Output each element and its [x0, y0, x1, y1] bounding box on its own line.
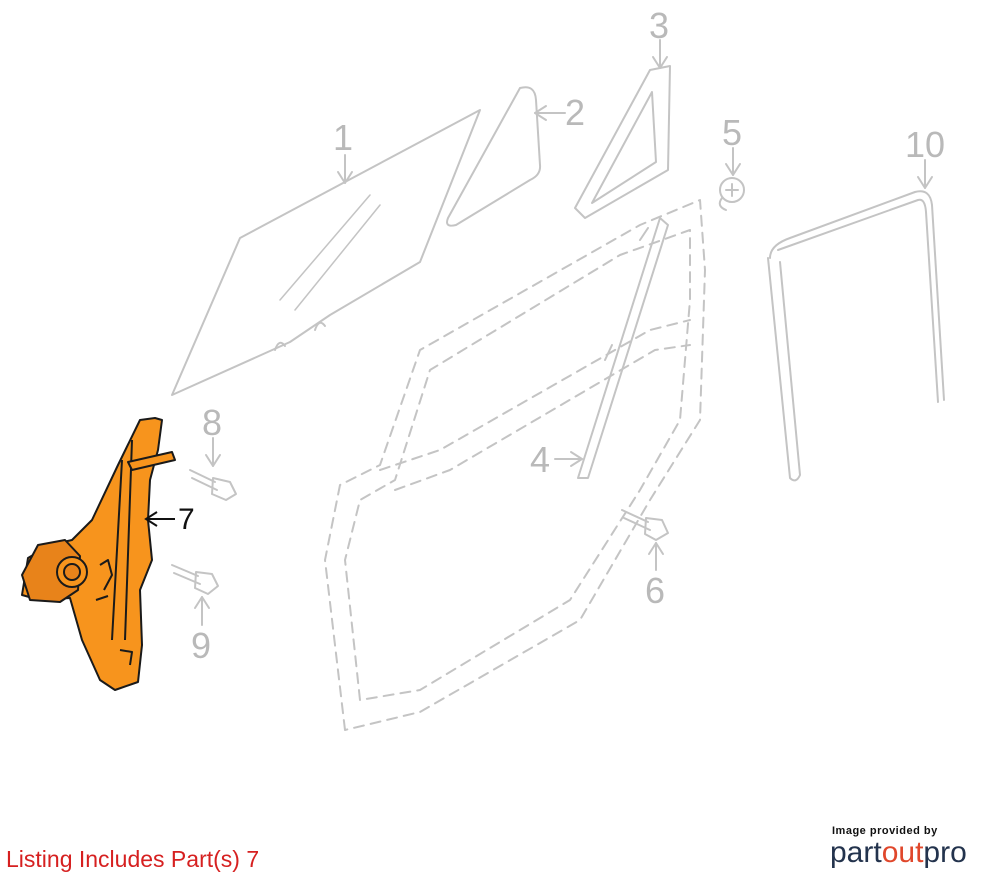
- callout-7: 7: [178, 503, 195, 536]
- callout-4: 4: [530, 439, 551, 480]
- image-credit: Image provided by: [832, 825, 938, 837]
- brand-part: part: [830, 836, 882, 869]
- partoutpro-logo: partoutpro: [830, 836, 967, 870]
- callout-10: 10: [905, 124, 946, 165]
- part-10-weatherstrip: [767, 190, 945, 482]
- listing-includes-text: Listing Includes Part(s) 7: [6, 846, 260, 872]
- part-9-bolt: [171, 564, 219, 595]
- part-3-glass-frame: [574, 65, 671, 219]
- leader-line-7: [144, 511, 175, 527]
- callout-2: 2: [565, 92, 586, 133]
- leader-lines: [194, 39, 933, 626]
- part-2-quarter-glass: [446, 86, 542, 227]
- callout-1: 1: [333, 117, 354, 158]
- brand-out: out: [881, 836, 924, 869]
- callout-3: 3: [649, 5, 670, 46]
- part-7-window-regulator: [21, 417, 176, 691]
- part-5-clip: [718, 177, 745, 211]
- callout-8: 8: [202, 402, 223, 443]
- part-6-bolt: [621, 509, 669, 541]
- part-8-bolt: [189, 469, 237, 501]
- part-1-door-glass: [171, 109, 481, 396]
- callout-9: 9: [191, 625, 212, 666]
- door-outline: [324, 199, 706, 731]
- part-4-guide-channel: [577, 217, 669, 479]
- callout-6: 6: [645, 570, 666, 611]
- brand-pro: pro: [923, 836, 967, 869]
- callout-5: 5: [722, 112, 743, 153]
